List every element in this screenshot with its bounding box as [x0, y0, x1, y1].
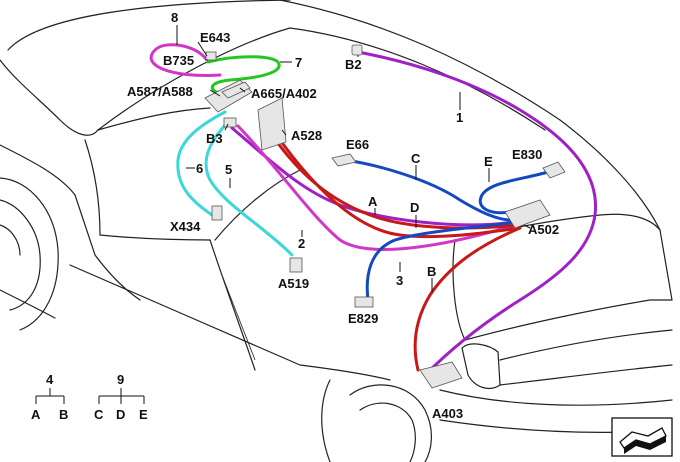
label-b2: B2	[345, 57, 362, 72]
harness-1	[356, 50, 598, 377]
label-harness-7: 7	[295, 55, 302, 70]
label-a587: A587/A588	[127, 84, 193, 99]
e829-part	[354, 296, 374, 308]
label-e830: E830	[512, 147, 542, 162]
harness-6	[176, 110, 227, 217]
label-harness-e: E	[484, 154, 493, 169]
label-harness-b: B	[427, 264, 436, 279]
label-harness-1: 1	[456, 110, 463, 125]
leader-lines	[176, 25, 531, 292]
label-e643: E643	[200, 30, 230, 45]
harness-e	[478, 170, 550, 215]
e643-part	[205, 51, 217, 61]
direction-arrow-icon	[611, 417, 673, 457]
legend-group1-child-1: A	[31, 407, 41, 422]
e830-part	[542, 161, 566, 179]
legend-group2-child-1: C	[94, 407, 104, 422]
harness-3	[236, 124, 517, 251]
b2-part	[351, 44, 363, 56]
harnesses	[149, 43, 598, 377]
label-b3: B3	[206, 131, 223, 146]
a528-module	[257, 97, 287, 151]
legend-group1-child-2: B	[59, 407, 68, 422]
harness-d	[365, 220, 520, 302]
component-labels: E643 B735 A587/A588 A665/A402 B2 B3 A528…	[127, 30, 559, 421]
legend: 4 A B 9 C D E	[31, 372, 148, 422]
a502-module	[504, 199, 551, 229]
legend-group1-parent: 4	[46, 372, 54, 387]
b3-part	[223, 117, 237, 128]
label-harness-6: 6	[196, 161, 203, 176]
label-a403: A403	[432, 406, 463, 421]
a519-part	[289, 257, 303, 273]
label-harness-3: 3	[396, 273, 403, 288]
label-harness-a: A	[368, 194, 378, 209]
harness-8	[149, 43, 222, 77]
a665-module	[221, 81, 251, 99]
label-harness-5: 5	[225, 162, 232, 177]
label-harness-8: 8	[171, 10, 178, 25]
label-a502: A502	[528, 222, 559, 237]
label-harness-2: 2	[298, 236, 305, 251]
label-harness-c: C	[411, 151, 421, 166]
label-e829: E829	[348, 311, 378, 326]
legend-group2-child-2: D	[116, 407, 125, 422]
e66-part	[331, 153, 357, 167]
label-b735: B735	[163, 53, 194, 68]
harness-c	[343, 158, 520, 222]
harness-a	[270, 133, 522, 230]
x434-part	[211, 205, 223, 221]
harness-labels: 8 7 1 6 5 C E A D 2 3 B	[171, 10, 493, 288]
legend-group2-child-3: E	[139, 407, 148, 422]
harness-5	[204, 118, 294, 257]
label-harness-d: D	[410, 200, 419, 215]
label-e66: E66	[346, 137, 369, 152]
a403-module	[419, 361, 463, 389]
legend-group2-parent: 9	[117, 372, 124, 387]
label-a665: A665/A402	[251, 86, 317, 101]
label-a519: A519	[278, 276, 309, 291]
label-a528: A528	[291, 128, 322, 143]
harness-b	[413, 226, 522, 372]
harness-7	[206, 55, 281, 97]
label-x434: X434	[170, 219, 201, 234]
